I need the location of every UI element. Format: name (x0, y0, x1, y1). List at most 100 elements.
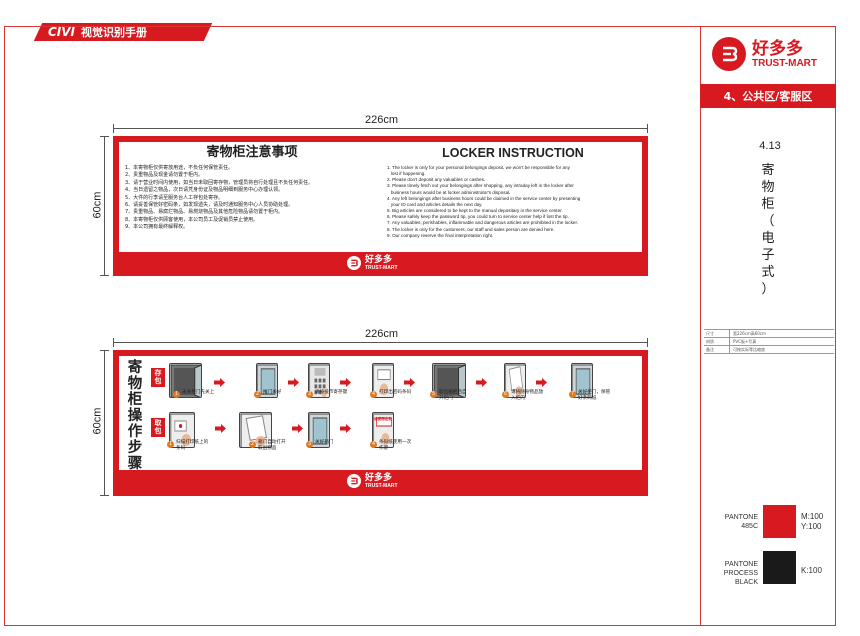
deposit-step-text: 取出箱柜后自开柜门 (439, 390, 467, 402)
retrieve-step-text: 箱门自动打开取出物品 (258, 440, 286, 452)
header-manual-title: 视觉识别手册 (81, 26, 148, 39)
notice-en-column: LOCKER INSTRUCTION 1. The locker is only… (387, 144, 639, 239)
deposit-step-illustration-icon (571, 363, 593, 398)
notice-rule-en: 1. The locker is only for your personal … (387, 165, 570, 170)
deposit-step-text: 打印出密码条码 (379, 390, 411, 396)
deposit-step-text-line: 未关柜门先关上 (182, 390, 215, 395)
notice-brand-footer: 好多多 TRUST-MART (347, 255, 398, 271)
swatch-red-name-line: 485C (741, 523, 758, 530)
deposit-step-number: 5 (430, 391, 437, 398)
retrieve-step-text-line: 关好箱门 (315, 440, 334, 445)
spec-row: 尺寸宽226cm高60cm (704, 330, 834, 338)
deposit-step-text-line: 开柜门 (439, 396, 453, 401)
notice-rule-cn: 4、当日遗留之物品，次日请凭身份证及物品明细到服务中心办理认领。 (125, 187, 284, 194)
deposit-step-text: 关好柜门，保管好条码纸 (578, 390, 610, 402)
notice-rules-en: 1. The locker is only for your personal … (387, 165, 639, 239)
notice-rules-cn: 1、本寄物柜仅供寄放用途，不负任何保管责任。2、贵重物品及现金请勿置于柜内。3、… (125, 165, 379, 232)
deposit-step-text: 请将随身物品放入柜内 (511, 390, 543, 402)
deposit-step-text-line: 请按投币寄存键 (315, 390, 348, 395)
width-dimension-label-2: 226cm (362, 328, 402, 340)
logo-text-cn: 好多多 (752, 38, 803, 59)
retrieve-tag-char: 包 (154, 427, 162, 435)
deposit-step-number: 6 (502, 391, 509, 398)
swatch-black-name-line: PANTONE (724, 561, 758, 568)
deposit-step-illustration-icon (504, 363, 526, 398)
deposit-step-illustration-icon (256, 363, 278, 398)
notice-rule-en: 9. Our company reserve the final interpr… (387, 232, 494, 238)
notice-rule-en: your ID card and articles details the ne… (387, 201, 483, 207)
notice-rule-en: 5. Big articles are considered to be kep… (387, 208, 563, 214)
notice-rule-cn: 1、本寄物柜仅供寄放用途，不负任何保管责任。 (125, 165, 234, 171)
retrieve-sign-label: 请使用此处 (374, 417, 392, 421)
section-title-char: 寄 (761, 163, 775, 178)
deposit-step-illustration-icon (169, 363, 202, 398)
steps-title-char: 物 (127, 376, 143, 392)
retrieve-step-text: 条码纸使用一次作废 (379, 440, 411, 452)
notice-title-cn: 寄物柜注意事项 (206, 145, 298, 160)
retrieve-step-text-line: 条码 (176, 446, 186, 451)
footer-brand-cn: 好多多 (365, 473, 393, 483)
notice-rule-cn: 6、请妥善保管好密码条，如发现遗失，请及时通知服务中心人员协助处理。 (125, 202, 294, 209)
deposit-step-text: 推门关好 (263, 390, 281, 396)
deposit-step-illustration-icon (432, 363, 466, 398)
notice-rule-cn: 8、本寄物柜仅供顾客使用，本公司员工及促销员禁止使用。 (125, 216, 259, 223)
notice-rule-en: lost if happening. (387, 171, 426, 177)
notice-rule-en: 4. Any left belongings after business ho… (387, 195, 581, 201)
retrieve-step-illustration-icon (169, 412, 195, 448)
deposit-step-illustration-icon (372, 363, 394, 398)
swatch-red-label: PANTONE 485C (716, 513, 758, 531)
deposit-arrow-icon (214, 372, 225, 387)
retrieve-step-illustration-icon (308, 412, 330, 448)
footer-brand-en: TRUST-MART (365, 265, 398, 271)
notice-cn-column: 寄物柜注意事项 1、本寄物柜仅供寄放用途，不负任何保管责任。2、贵重物品及现金请… (125, 144, 379, 232)
spec-row: 备注可按实际等比缩放 (704, 346, 834, 354)
swatch-black (763, 551, 796, 584)
deposit-step-number: 3 (306, 391, 313, 398)
swatch-red-name-line: PANTONE (724, 514, 758, 521)
retrieve-step-number: 4 (370, 441, 377, 448)
deposit-arrow-icon (476, 372, 487, 387)
footer-brand-cn: 好多多 (365, 255, 393, 265)
steps-title-char: 柜 (127, 392, 143, 408)
deposit-step-text-line: 请将随身物品放 (511, 390, 544, 395)
spec-key: 尺寸 (704, 330, 730, 337)
deposit-step-number: 2 (254, 391, 261, 398)
brand-mark-icon (347, 474, 361, 488)
deposit-arrow-icon (288, 372, 299, 387)
steps-title-char: 操 (127, 408, 143, 424)
retrieve-step-text-line: 扫描打印纸上的 (176, 440, 209, 445)
swatch-red-value: Y:100 (801, 522, 822, 531)
deposit-tag-char: 包 (154, 377, 162, 385)
deposit-step-text: 请按投币寄存键 (315, 390, 347, 396)
retrieve-step-illustration-icon (239, 412, 272, 448)
notice-rule-cn: 2、贵重物品及现金请勿置于柜内。 (125, 172, 204, 179)
deposit-tag: 存 包 (151, 368, 165, 387)
section-title-char: 式 (761, 265, 775, 280)
section-number: 4.13 (759, 140, 781, 152)
notice-rule-cn: 9、本公司拥有最终解释权。 (125, 224, 189, 231)
retrieve-step-number: 3 (306, 441, 313, 448)
section-title-char: 子 (761, 248, 775, 263)
section-title-char: 电 (761, 231, 775, 246)
header-title: CIVI 视觉识别手册 (48, 24, 147, 40)
swatch-red-value: M:100 (801, 512, 824, 521)
deposit-arrow-icon (404, 372, 415, 387)
deposit-arrow-icon (340, 372, 351, 387)
brand-mark-icon (347, 256, 361, 270)
swatch-black-label: PANTONE PROCESS BLACK (700, 560, 758, 587)
retrieve-tag-char: 取 (154, 419, 162, 427)
height-dimension-line-2 (100, 350, 109, 496)
logo-mark-icon (712, 37, 746, 71)
deposit-step-text-line: 好条码纸 (578, 396, 597, 401)
swatch-black-value: K:100 (801, 566, 822, 575)
width-dimension-line-2 (113, 338, 648, 347)
notice-rule-en: 7. Any valuables, perishables, inflammab… (387, 220, 579, 226)
section-bar: 4、公共区/客服区 (700, 84, 836, 108)
notice-rule-en: business hours would be at locker admini… (387, 189, 511, 195)
notice-rule-en: 3. Please timely fetch out your belongin… (387, 183, 574, 189)
retrieve-arrow-icon (215, 418, 226, 433)
deposit-step-number: 1 (173, 391, 180, 398)
retrieve-step-text-line: 作废 (379, 446, 389, 451)
